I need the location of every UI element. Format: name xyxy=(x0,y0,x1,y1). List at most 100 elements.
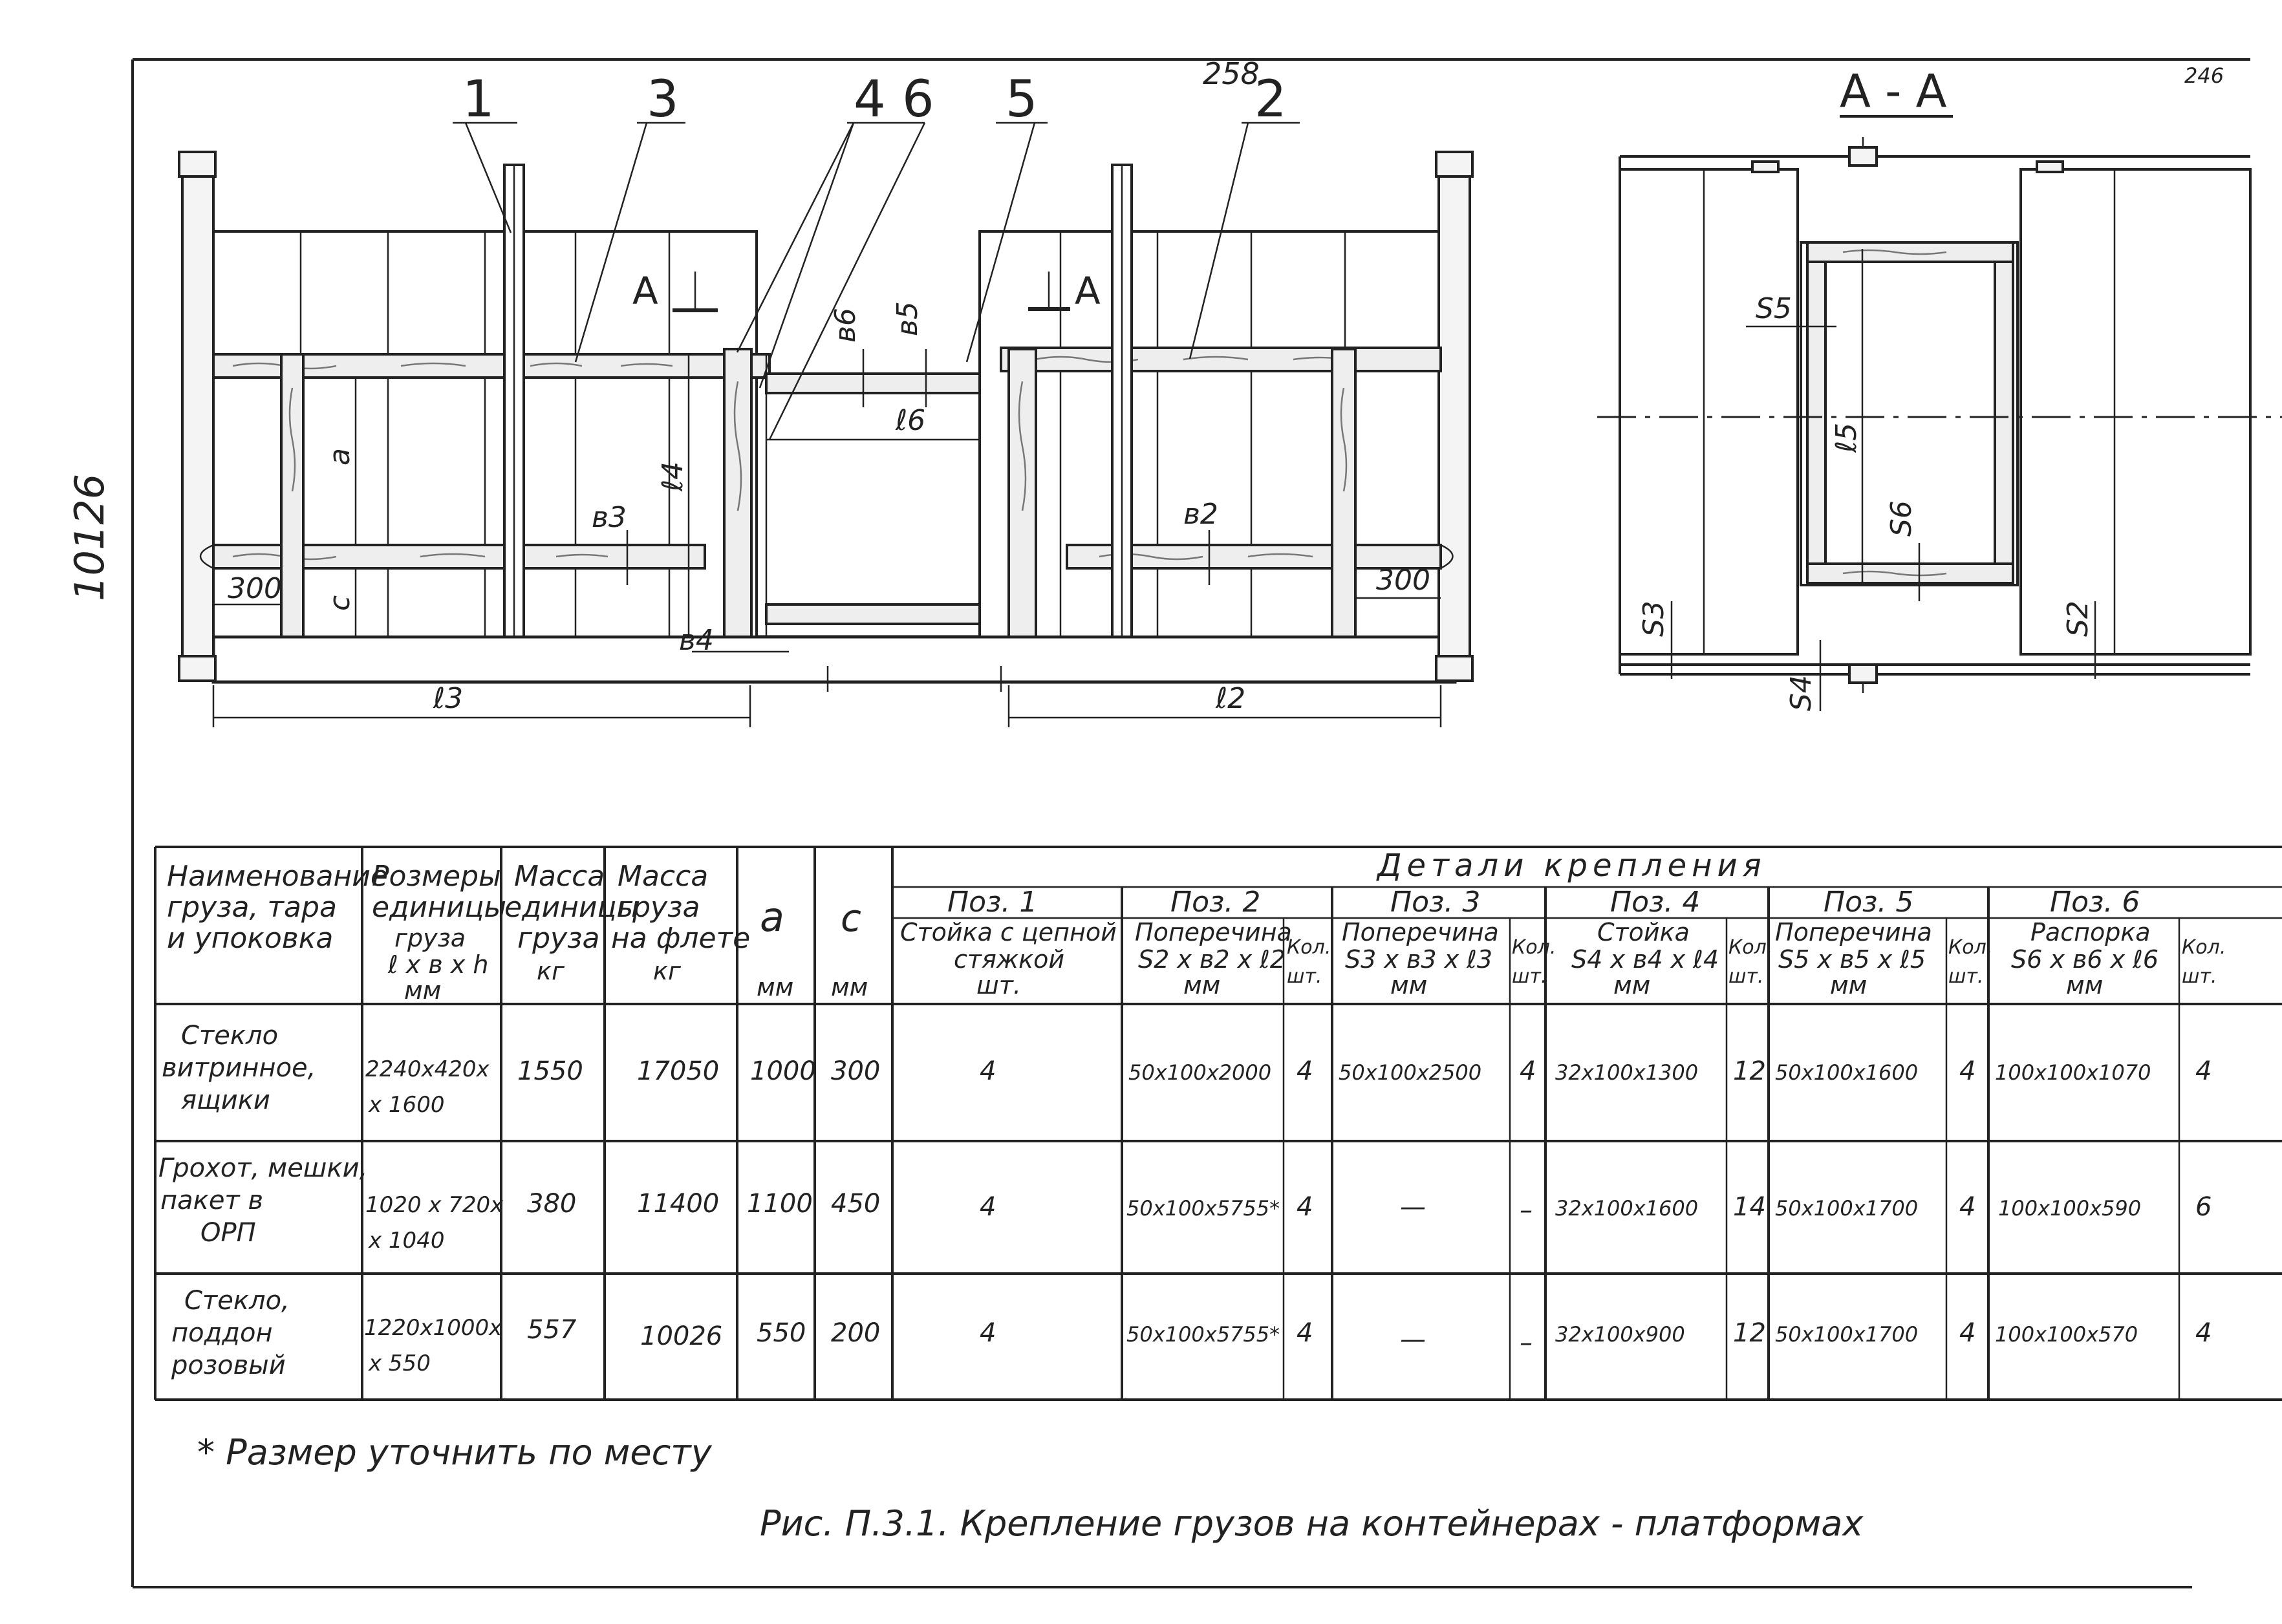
section-cargo-right xyxy=(2019,168,2252,656)
svg-text:550: 550 xyxy=(757,1318,806,1348)
svg-text:ОРП: ОРП xyxy=(200,1218,256,1248)
svg-text:груза: груза xyxy=(618,891,700,924)
svg-text:380: 380 xyxy=(527,1189,576,1219)
svg-text:шт.: шт. xyxy=(2182,965,2217,988)
svg-text:4: 4 xyxy=(1959,1056,1975,1086)
subheader-pos-2: Поперечина S2 х в2 х ℓ2 мм Кол. шт. xyxy=(1135,918,1331,999)
svg-text:шт.: шт. xyxy=(976,971,1021,999)
specification-table: Детали крепления Наименование груза, тар… xyxy=(154,846,2282,1401)
svg-text:Поперечина: Поперечина xyxy=(1135,918,1292,946)
header-a: а мм xyxy=(757,893,793,1001)
svg-text:50х100х5755*: 50х100х5755* xyxy=(1126,1322,1280,1347)
dim-l2: ℓ2 xyxy=(1215,682,1245,715)
svg-text:Кол.: Кол. xyxy=(1287,936,1331,959)
svg-text:4: 4 xyxy=(1297,1192,1313,1222)
dim-b6: в6 xyxy=(829,308,862,343)
dim-b5: в5 xyxy=(891,301,924,336)
svg-text:—: — xyxy=(1400,1192,1426,1222)
elevation-view: 1 3 4 6 5 2 A A a c ℓ4 в3 в2 в4 в6 в5 xyxy=(178,70,1474,727)
svg-text:450: 450 xyxy=(831,1189,880,1219)
svg-text:—: — xyxy=(1400,1325,1426,1354)
svg-text:единицы: единицы xyxy=(504,891,639,924)
header-pos-5: Поз. 5 xyxy=(1824,886,1913,919)
svg-text:1000: 1000 xyxy=(750,1056,816,1086)
svg-text:Стойка с цепной: Стойка с цепной xyxy=(900,918,1117,946)
svg-text:х 550: х 550 xyxy=(368,1351,431,1376)
svg-text:мм: мм xyxy=(1613,971,1650,999)
dim-c: c xyxy=(323,595,356,611)
svg-text:4: 4 xyxy=(980,1056,996,1086)
header-name: Наименование груза, тара и упоковка xyxy=(167,860,388,955)
section-mark-right: A xyxy=(1075,269,1101,313)
platform-base xyxy=(211,635,1457,684)
svg-text:поддон: поддон xyxy=(171,1318,273,1348)
figure-caption: Рис. П.3.1. Крепление грузов на контейне… xyxy=(760,1503,1864,1544)
dim-b2: в2 xyxy=(1183,498,1218,531)
strut-right-1 xyxy=(1007,348,1037,638)
header-dims: Розмеры единицы груза ℓ х в х h мм xyxy=(372,860,506,1005)
details-group-header: Детали крепления xyxy=(1376,848,1767,884)
header-c: с мм xyxy=(831,896,868,1001)
callout-6: 6 xyxy=(902,70,934,129)
svg-text:Распорка: Распорка xyxy=(2030,918,2151,946)
dim-300-left: 300 xyxy=(228,572,282,605)
subheader-pos-3: Поперечина S3 х в3 х ℓ3 мм Кол. шт. xyxy=(1342,918,1556,999)
svg-text:шт.: шт. xyxy=(1728,965,1763,988)
svg-text:Стойка: Стойка xyxy=(1597,918,1690,946)
svg-text:Кол.: Кол. xyxy=(2182,936,2226,959)
svg-text:2240х420х: 2240х420х xyxy=(365,1056,490,1082)
dim-b3: в3 xyxy=(592,501,627,534)
svg-text:200: 200 xyxy=(831,1318,880,1348)
label-l5: ℓ5 xyxy=(1830,423,1863,453)
svg-text:S2 х в2 х ℓ2: S2 х в2 х ℓ2 xyxy=(1138,945,1286,974)
svg-text:–: – xyxy=(1520,1328,1533,1358)
strut-left-1 xyxy=(280,353,305,638)
subheader-pos-1: Стойка с цепной стяжкой шт. xyxy=(900,918,1117,999)
svg-text:на флете: на флете xyxy=(611,922,750,955)
svg-text:32х100х900: 32х100х900 xyxy=(1555,1322,1685,1347)
section-cargo-left xyxy=(1619,168,1799,656)
svg-text:4: 4 xyxy=(1959,1318,1975,1348)
svg-text:а: а xyxy=(760,893,784,941)
header-pos-6: Поз. 6 xyxy=(2050,886,2140,919)
svg-text:12: 12 xyxy=(1733,1318,1766,1348)
svg-text:17050: 17050 xyxy=(637,1056,719,1086)
side-number: 10126 xyxy=(66,474,113,601)
label-s3: S3 xyxy=(1637,601,1670,637)
label-s4: S4 xyxy=(1785,675,1818,711)
svg-text:груза, тара: груза, тара xyxy=(167,891,337,924)
svg-text:Наименование: Наименование xyxy=(167,860,388,893)
svg-text:кг: кг xyxy=(537,957,565,985)
svg-text:Масса: Масса xyxy=(618,860,708,893)
svg-text:Кол.: Кол. xyxy=(1948,936,1992,959)
svg-text:витринное,: витринное, xyxy=(162,1053,316,1083)
crossbar-upper-right xyxy=(1000,347,1442,372)
spacer-top xyxy=(765,372,981,394)
dim-l3: ℓ3 xyxy=(433,682,463,715)
svg-text:S5 х в5 х ℓ5: S5 х в5 х ℓ5 xyxy=(1778,945,1926,974)
section-mark-left: A xyxy=(632,269,658,313)
svg-text:300: 300 xyxy=(831,1056,880,1086)
svg-text:груза: груза xyxy=(394,924,466,952)
svg-text:пакет в: пакет в xyxy=(160,1186,263,1215)
svg-text:мм: мм xyxy=(2066,971,2103,999)
svg-text:кг: кг xyxy=(653,957,682,985)
svg-text:мм: мм xyxy=(1183,971,1220,999)
header-pos-1: Поз. 1 xyxy=(947,886,1037,919)
svg-text:50х100х2000: 50х100х2000 xyxy=(1128,1060,1271,1085)
svg-text:100х100х1070: 100х100х1070 xyxy=(1995,1060,2151,1085)
svg-text:100х100х590: 100х100х590 xyxy=(1998,1196,2141,1221)
svg-text:Грохот, мешки,: Грохот, мешки, xyxy=(158,1153,367,1183)
svg-text:мм: мм xyxy=(1390,971,1427,999)
callout-5: 5 xyxy=(1006,70,1038,129)
svg-text:Кол.: Кол. xyxy=(1728,936,1772,959)
header-mass-flat: Масса груза на флете кг xyxy=(611,860,750,985)
svg-text:50х100х5755*: 50х100х5755* xyxy=(1126,1196,1280,1221)
header-pos-3: Поз. 3 xyxy=(1390,886,1480,919)
svg-text:шт.: шт. xyxy=(1948,965,1983,988)
svg-text:4: 4 xyxy=(2195,1056,2212,1086)
svg-text:557: 557 xyxy=(527,1315,577,1345)
svg-text:S3 х в3 х ℓ3: S3 х в3 х ℓ3 xyxy=(1345,945,1492,974)
svg-text:10026: 10026 xyxy=(640,1321,722,1351)
svg-text:груза: груза xyxy=(517,922,599,955)
